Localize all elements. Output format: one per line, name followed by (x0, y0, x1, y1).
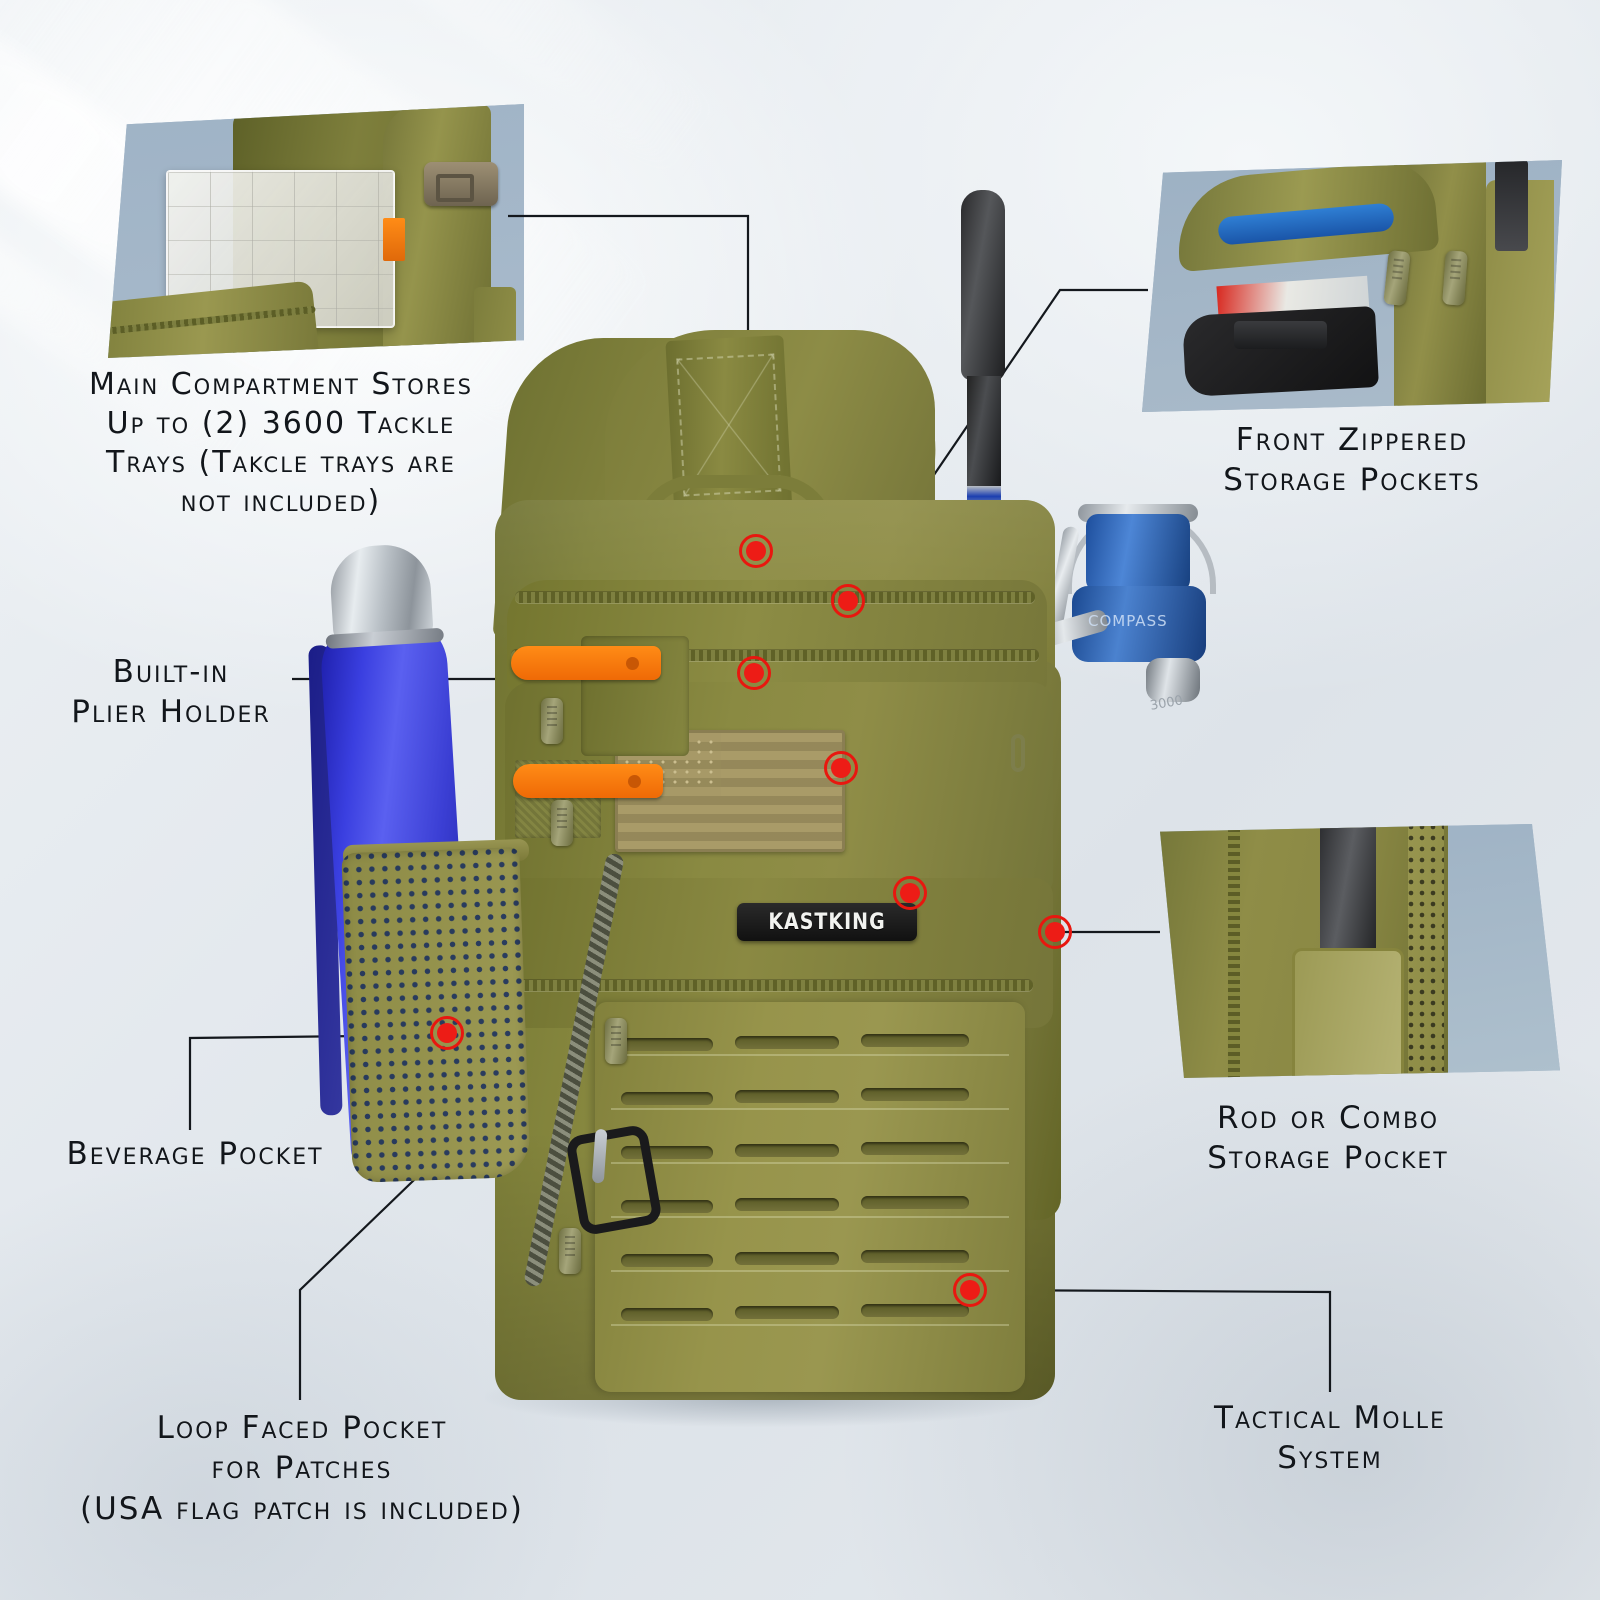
inset-zipper (1228, 824, 1240, 1078)
marker-ring (739, 534, 773, 568)
product-sling-backpack: COMPASS 3000 KASTKING (308, 190, 1216, 1427)
marker-ring (737, 656, 771, 690)
marker-dot (746, 541, 766, 561)
marker-dot (1045, 922, 1065, 942)
marker-dot (838, 591, 858, 611)
zipper-top-1 (515, 592, 1035, 603)
reel-knob (1146, 658, 1200, 702)
molle-slot (621, 1254, 713, 1267)
zipper-pull (559, 1228, 581, 1274)
inset-black-item (1234, 321, 1327, 349)
beverage-mesh-pocket (341, 846, 531, 1184)
molle-slot (735, 1090, 839, 1103)
callout-label-rod-or-combo-storage-pocket: Rod or Combo Storage Pocket (1207, 1100, 1449, 1177)
molle-stitch-row (611, 1270, 1009, 1272)
reel-model-text: COMPASS (1088, 612, 1168, 630)
zipper-pull (1442, 250, 1469, 306)
marker-ring (430, 1016, 464, 1050)
callout-label-loop-faced-pocket: Loop Faced Pocket for Patches (USA flag … (80, 1410, 524, 1527)
molle-slot (621, 1092, 713, 1105)
marker-dot (960, 1280, 980, 1300)
feature-marker-molle-system[interactable] (953, 1273, 987, 1307)
molle-slot (621, 1308, 713, 1321)
carabiner-icon (564, 1123, 664, 1237)
tactical-molle-pocket (595, 1002, 1025, 1392)
tackle-tray-latch (382, 218, 406, 262)
molle-stitch-row (611, 1216, 1009, 1218)
marker-dot (831, 758, 851, 778)
molle-slot (621, 1038, 713, 1051)
zipper-top-2 (511, 650, 1039, 661)
molle-slot (735, 1198, 839, 1211)
callout-label-main-compartment: Main Compartment Stores Up to (2) 3600 T… (89, 367, 473, 519)
molle-stitch-row (611, 1054, 1009, 1056)
molle-stitch-row (611, 1108, 1009, 1110)
feature-marker-rod-pocket[interactable] (1038, 915, 1072, 949)
inset-main-compartment (108, 104, 524, 358)
inset-rod-holder-pocket (1292, 948, 1404, 1078)
marker-ring (824, 751, 858, 785)
side-strap-tab (1011, 734, 1025, 772)
molle-slot (735, 1252, 839, 1265)
molle-stitch-row (611, 1324, 1009, 1326)
plier-handle-lower (513, 764, 663, 798)
marker-ring (893, 876, 927, 910)
feature-marker-mid-pocket[interactable] (893, 876, 927, 910)
plier-handle-upper (511, 646, 661, 680)
molle-slot (861, 1088, 969, 1101)
callout-label-beverage-pocket: Beverage Pocket (66, 1136, 324, 1172)
molle-slot (861, 1196, 969, 1209)
inset-front-zippered-pockets (1142, 160, 1562, 412)
marker-ring (1038, 915, 1072, 949)
spinning-reel: COMPASS 3000 (1030, 500, 1240, 730)
molle-stitch-row (611, 1162, 1009, 1164)
marker-dot (437, 1023, 457, 1043)
inset-rod-butt (1494, 160, 1529, 251)
marker-dot (900, 883, 920, 903)
molle-slot (861, 1304, 969, 1317)
side-release-buckle-icon (424, 162, 499, 207)
marker-ring (831, 584, 865, 618)
marker-ring (953, 1273, 987, 1307)
molle-slot (735, 1144, 839, 1157)
molle-slot (861, 1250, 969, 1263)
zipper-pull (551, 800, 573, 846)
molle-slot (861, 1034, 969, 1047)
rod-mid (967, 376, 1001, 488)
inset-black-organizer (1182, 306, 1380, 397)
feature-marker-plier-holder[interactable] (737, 656, 771, 690)
reel-spool (1086, 514, 1190, 592)
feature-marker-loop-faced-pocket[interactable] (824, 751, 858, 785)
feature-marker-main-compartment[interactable] (739, 534, 773, 568)
molle-slot (735, 1306, 839, 1319)
callout-label-built-in-plier-holder: Built-in Plier Holder (71, 654, 271, 731)
inset-mesh-panel (1408, 824, 1444, 1078)
brand-badge: KASTKING (737, 903, 917, 941)
brand-badge-text: KASTKING (768, 909, 886, 935)
marker-dot (744, 663, 764, 683)
zipper-pull (541, 698, 563, 744)
rod-grip (961, 190, 1005, 380)
inset-rod-storage-pocket (1160, 824, 1560, 1078)
bottle-cap (328, 542, 434, 641)
zipper-mid (513, 980, 1033, 991)
callout-label-tactical-molle-system: Tactical Molle System (1214, 1400, 1446, 1477)
callout-label-front-zippered-storage-pockets: Front Zippered Storage Pockets (1223, 422, 1481, 499)
feature-marker-front-pockets[interactable] (831, 584, 865, 618)
feature-marker-beverage-pocket[interactable] (430, 1016, 464, 1050)
inset-rod-butt (1320, 824, 1376, 957)
molle-slot (735, 1036, 839, 1049)
molle-slot (861, 1142, 969, 1155)
zipper-pull (605, 1018, 627, 1064)
